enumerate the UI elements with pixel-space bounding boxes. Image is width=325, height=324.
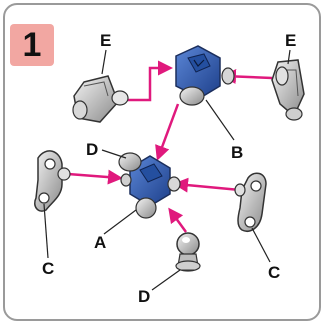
arrow-c-right-to-a [173,177,241,193]
arrow-d-to-a [168,207,188,233]
label-b: B [231,143,244,162]
label-e-left: E [100,31,112,50]
part-d-bottom [175,232,201,272]
label-c-left: C [42,259,55,278]
arrow-e-left-to-b [128,60,173,102]
label-a: A [94,233,107,252]
step-number-badge [10,24,54,66]
label-c-right: C [268,263,281,282]
label-d-top: D [86,140,99,159]
arrow-c-left-to-a [67,169,123,185]
arrow-b-to-a [155,103,180,161]
label-leaders [43,49,291,291]
part-e-right [271,59,305,121]
part-c-right [234,172,267,232]
part-b-hub [175,45,235,106]
step-number: 1 [22,26,42,64]
part-a-hub [118,152,181,219]
part-c-left [34,150,71,212]
part-e-left [72,75,129,123]
connection-arrows [67,60,273,233]
label-e-right: E [285,31,297,50]
label-d-bottom: D [138,287,151,306]
